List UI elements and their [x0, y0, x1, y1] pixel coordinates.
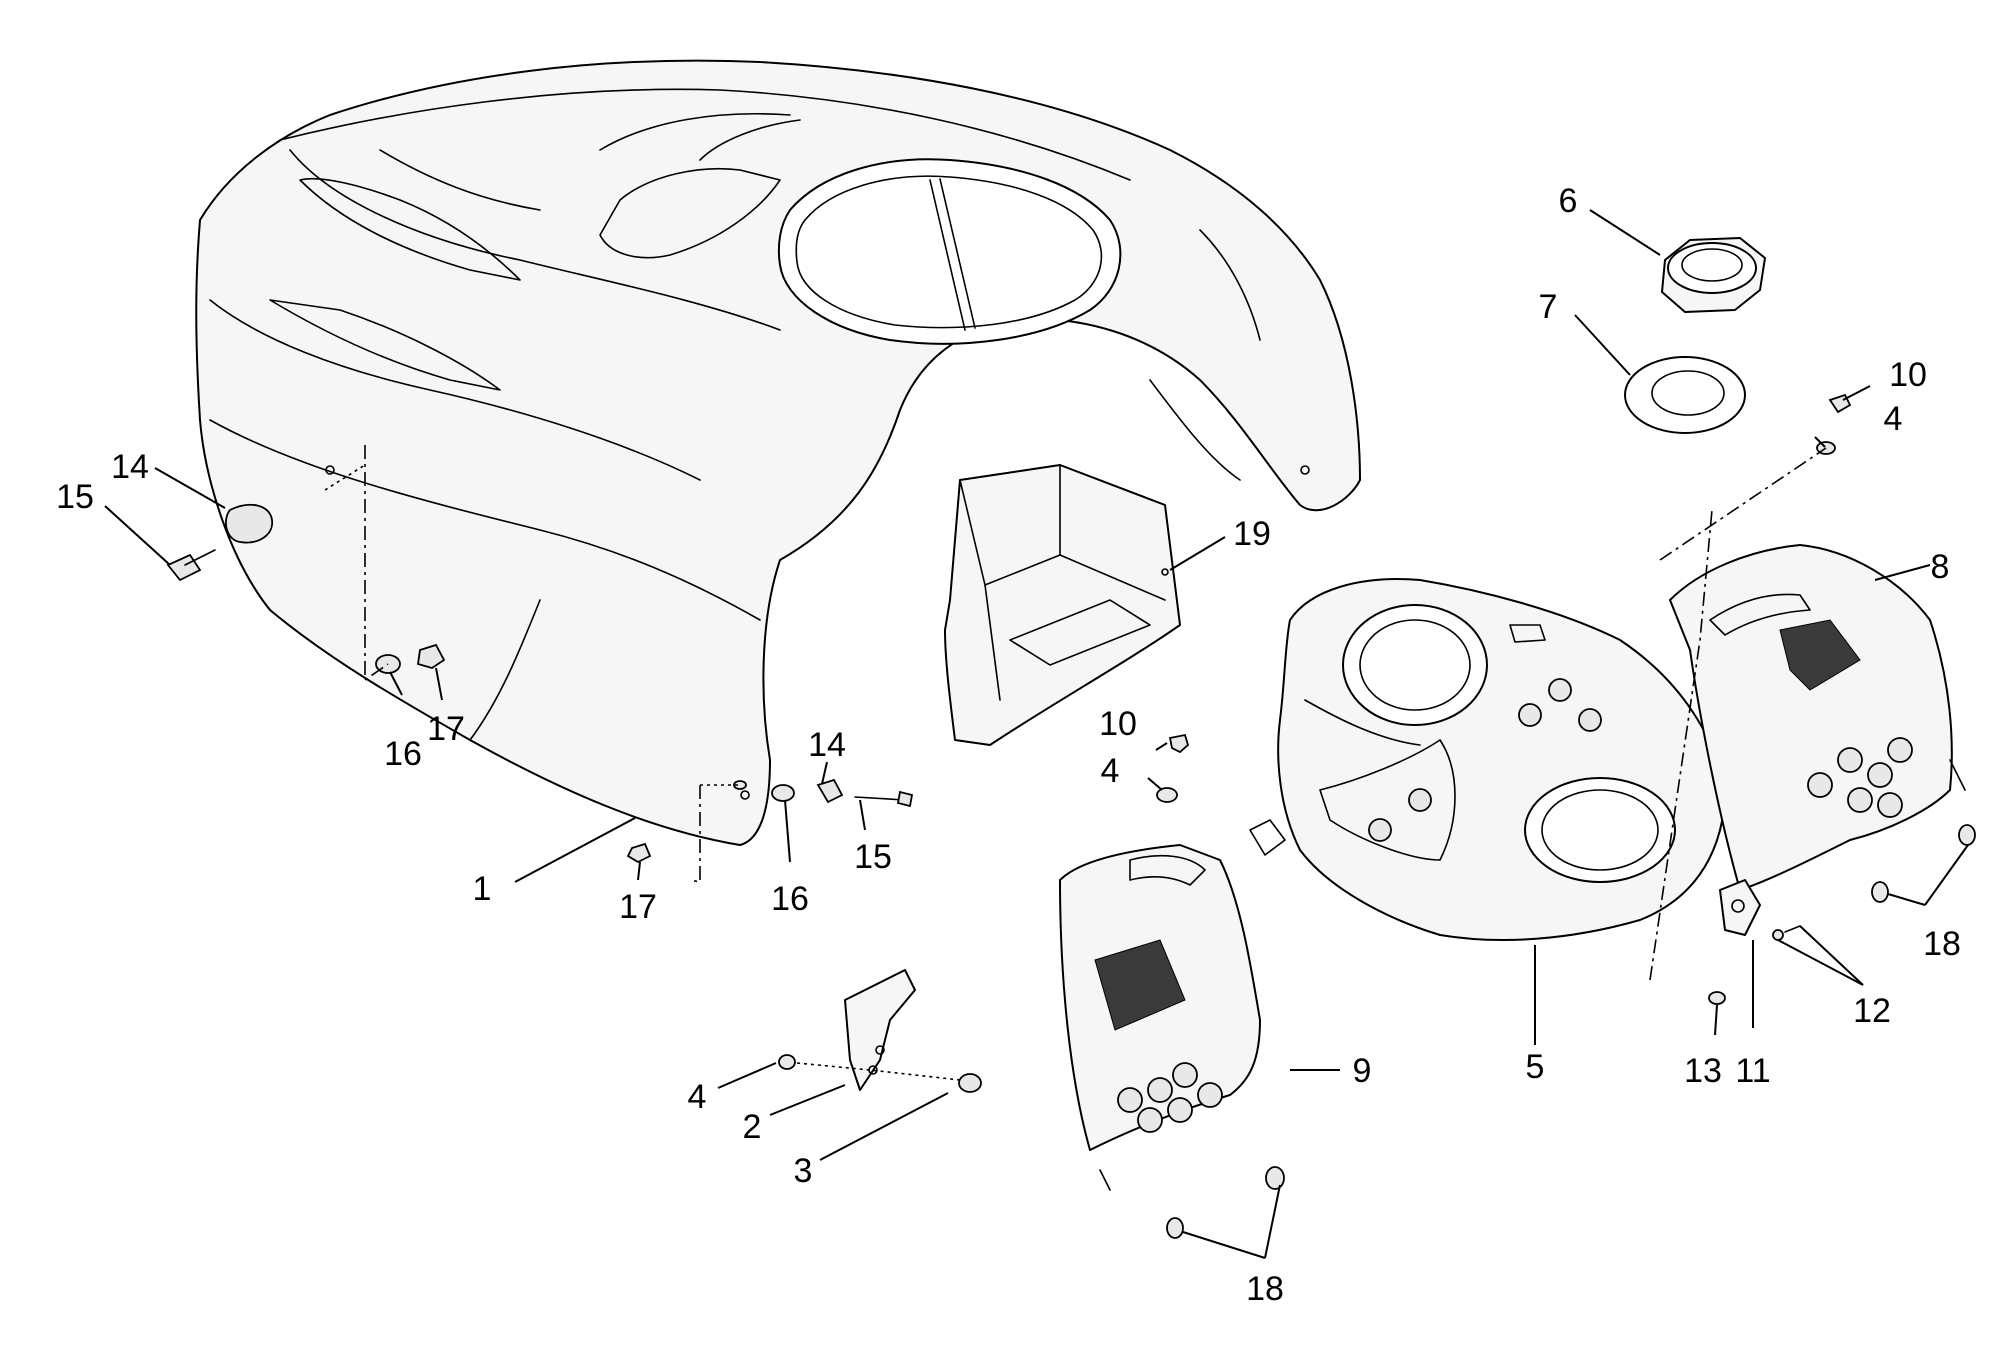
- callout-18b: 18: [1923, 925, 1961, 963]
- callout-labels: 1 2 3 4 4 4 5 6 7 8 9 10 10 11 12 13 14 …: [56, 182, 1961, 1308]
- callout-4a: 4: [688, 1078, 707, 1116]
- part-fuel-cap: [1661, 237, 1766, 313]
- callout-14a: 14: [111, 448, 149, 486]
- callout-1: 1: [473, 870, 492, 908]
- callout-6: 6: [1559, 182, 1578, 220]
- callout-11: 11: [1735, 1052, 1770, 1090]
- callout-5: 5: [1526, 1048, 1545, 1086]
- callout-15b: 15: [854, 838, 892, 876]
- part-main-body-cover: [195, 59, 1361, 846]
- callout-10a: 10: [1099, 705, 1137, 743]
- assembly-lines: [324, 445, 1827, 1081]
- callout-2: 2: [743, 1108, 762, 1146]
- callout-10b: 10: [1889, 356, 1927, 394]
- callout-12: 12: [1853, 992, 1891, 1030]
- callout-4c: 4: [1884, 400, 1903, 438]
- callout-17b: 17: [619, 888, 657, 926]
- part-small-bracket: [1719, 879, 1761, 936]
- callout-16b: 16: [771, 880, 809, 918]
- callout-17a: 17: [427, 710, 465, 748]
- callout-7: 7: [1539, 288, 1558, 326]
- part-mounting-bracket: [844, 969, 916, 1091]
- part-storage-tray: [944, 464, 1181, 746]
- callout-9: 9: [1353, 1052, 1372, 1090]
- part-right-side-panel: [1669, 544, 1966, 891]
- part-front-fairing: [1249, 578, 1726, 941]
- callout-19: 19: [1233, 515, 1271, 553]
- callout-3: 3: [794, 1152, 813, 1190]
- part-left-side-panel: [1059, 844, 1261, 1191]
- part-cap-gasket: [1624, 356, 1746, 434]
- callout-18a: 18: [1246, 1270, 1284, 1308]
- callout-13: 13: [1684, 1052, 1722, 1090]
- callout-15a: 15: [56, 478, 94, 516]
- callout-8: 8: [1931, 548, 1950, 586]
- callout-14b: 14: [808, 726, 846, 764]
- leader-lines: [104, 209, 1969, 1259]
- callout-16a: 16: [384, 735, 422, 773]
- callout-4b: 4: [1101, 752, 1120, 790]
